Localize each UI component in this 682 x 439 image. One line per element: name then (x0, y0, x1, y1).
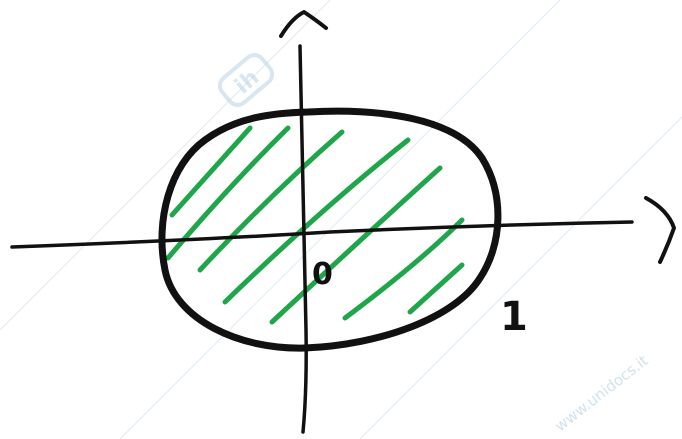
origin-label: 0 (312, 257, 333, 292)
watermark-logo-icon: ih (217, 53, 275, 107)
watermark-line (359, 116, 682, 439)
hatch-line (197, 129, 345, 273)
arrowhead-up-icon (279, 10, 328, 38)
radius-label: 1 (500, 294, 528, 340)
arrowhead-right-icon (644, 196, 676, 264)
watermark-url-text: www.unidocs.it (551, 351, 651, 435)
watermark-line (119, 0, 561, 439)
hatch-line (407, 262, 465, 315)
watermark-line (0, 0, 331, 331)
x-axis (10, 220, 634, 249)
hatch-line (169, 125, 253, 218)
hatch-line (342, 217, 465, 321)
hatch-line (269, 165, 443, 325)
hatch-line (222, 137, 411, 305)
watermark-logo-frame (217, 53, 275, 107)
y-axis (298, 44, 308, 434)
unit-circle (158, 107, 502, 352)
shaded-region-hatching (165, 125, 465, 325)
